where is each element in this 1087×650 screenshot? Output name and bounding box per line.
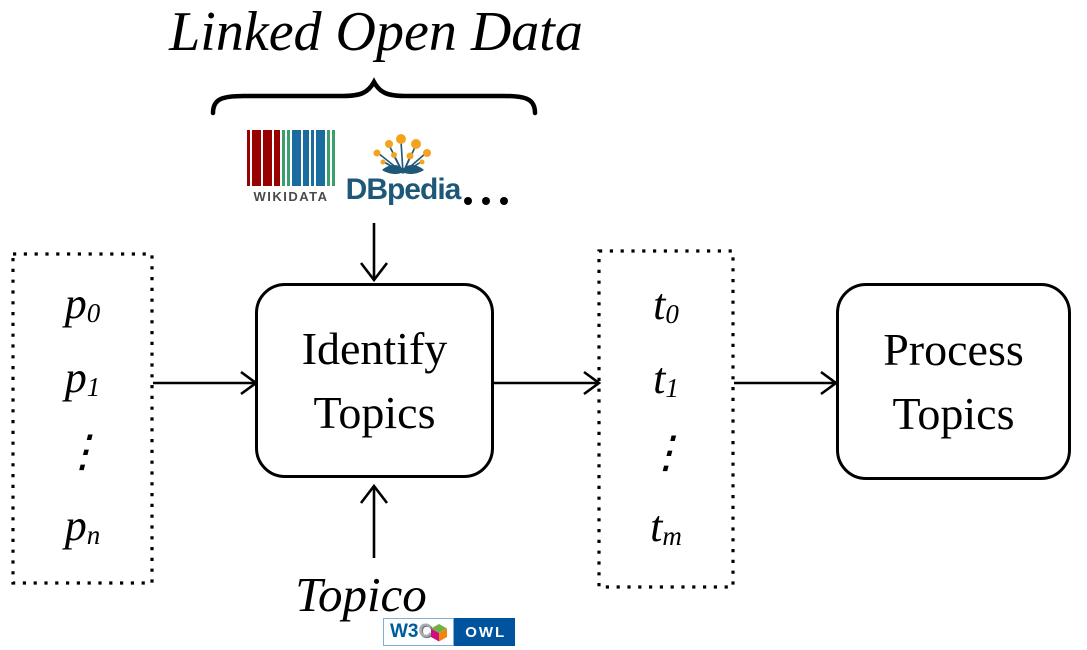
overbrace: [210, 77, 538, 116]
wikidata-label: WIKIDATA: [253, 189, 329, 204]
more-sources-ellipsis: [464, 193, 508, 205]
wikidata-barcode-icon: [245, 130, 337, 186]
dot-icon: [464, 197, 472, 205]
process-topics-label-line1: Process: [883, 323, 1024, 375]
arrow-outputs-to-process: [734, 370, 839, 396]
owl-cube-icon: [431, 623, 448, 641]
inputs-dotted-box: [11, 252, 154, 585]
dbpedia-logo: DBpedia: [344, 131, 462, 205]
identify-topics-box: Identify Topics: [255, 283, 494, 478]
diagram-title: Linked Open Data: [169, 1, 583, 63]
identify-topics-label-line2: Topics: [313, 386, 436, 438]
topico-label: Topico: [295, 567, 427, 622]
identify-topics-label-line1: Identify: [301, 322, 448, 374]
vertical-ellipsis: ⋮: [644, 427, 688, 477]
dbpedia-burst-icon: [373, 134, 431, 175]
dot-icon: [482, 197, 490, 205]
vertical-ellipsis: ⋮: [60, 426, 105, 476]
arrow-lod-to-identify: [359, 223, 389, 283]
dot-icon: [500, 197, 508, 205]
wikidata-logo: WIKIDATA: [245, 130, 337, 204]
outputs-dotted-box: [597, 249, 735, 589]
arrow-inputs-to-identify: [153, 370, 259, 396]
dbpedia-label: DBpedia: [345, 173, 462, 206]
owl-label: OWL: [454, 618, 516, 646]
process-topics-box: Process Topics: [836, 283, 1071, 480]
process-topics-label-line2: Topics: [892, 387, 1015, 439]
arrow-topico-to-identify: [359, 483, 389, 558]
arrow-identify-to-outputs: [494, 370, 602, 396]
